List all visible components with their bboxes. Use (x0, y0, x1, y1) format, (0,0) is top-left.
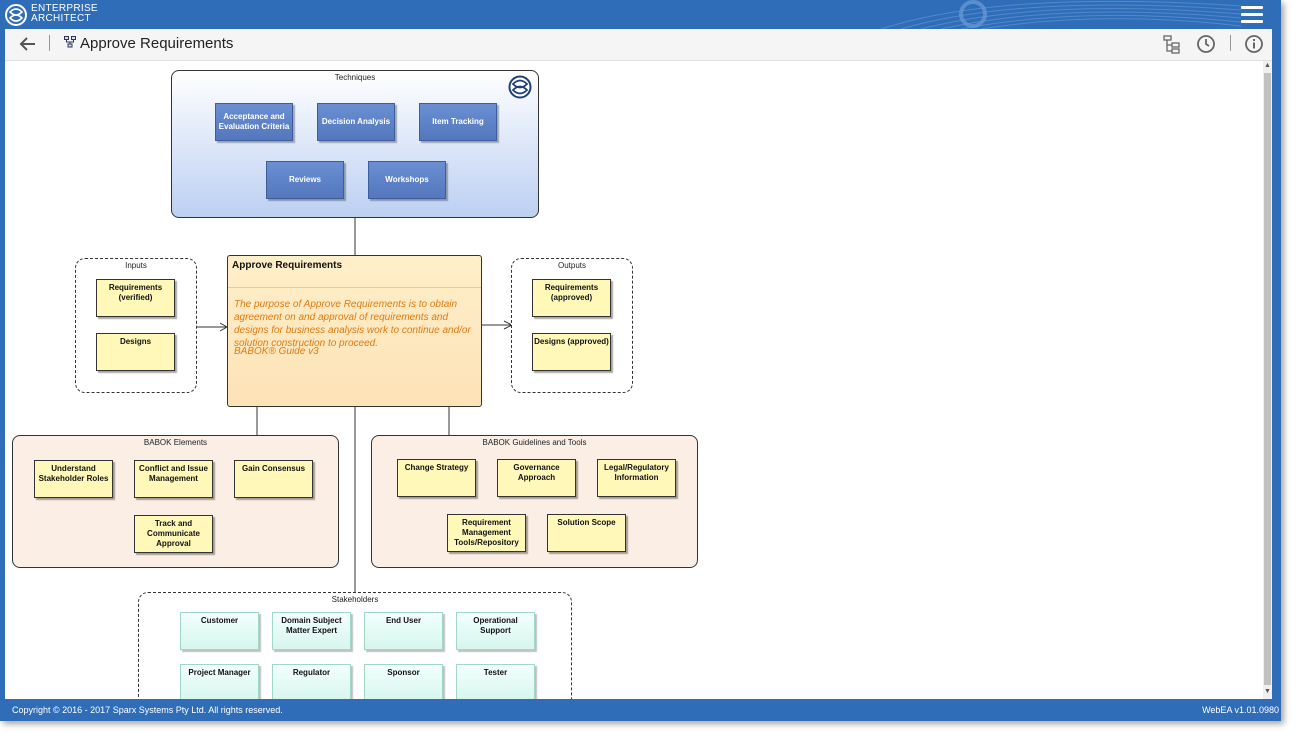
page-title: Approve Requirements (80, 35, 234, 52)
app-header: ENTERPRISE ARCHITECT (0, 0, 1281, 29)
element-conflict-issue-management[interactable]: Conflict and Issue Management (134, 460, 213, 498)
stakeholders-title: Stakeholders (331, 595, 379, 604)
logo-line-1: ENTERPRISE (31, 3, 98, 14)
header-decoration (881, 0, 1241, 29)
vertical-scrollbar[interactable]: ▲ ▼ (1263, 61, 1272, 699)
guideline-change-strategy[interactable]: Change Strategy (397, 459, 476, 497)
activity-reference: BABOK® Guide v3 (234, 346, 319, 357)
guideline-legal-regulatory-information[interactable]: Legal/Regulatory Information (597, 459, 676, 497)
guideline-governance-approach[interactable]: Governance Approach (497, 459, 576, 497)
technique-item-tracking[interactable]: Item Tracking (419, 103, 497, 141)
scroll-down-arrow-icon[interactable]: ▼ (1264, 688, 1271, 695)
diagram-canvas[interactable]: Techniques Acceptance and Evaluation Cri… (5, 61, 1272, 699)
outputs-title: Outputs (557, 261, 586, 270)
technique-workshops[interactable]: Workshops (368, 161, 446, 199)
stakeholder-project-manager[interactable]: Project Manager (180, 664, 259, 699)
input-requirements-verified[interactable]: Requirements (verified) (96, 279, 175, 317)
tree-view-icon[interactable] (1162, 34, 1182, 54)
app-footer: Copyright © 2016 - 2017 Sparx Systems Pt… (0, 700, 1281, 721)
guideline-solution-scope[interactable]: Solution Scope (547, 514, 626, 552)
stakeholder-tester[interactable]: Tester (456, 664, 535, 699)
approve-requirements-activity[interactable]: Approve Requirements The purpose of Appr… (227, 255, 482, 407)
scroll-thumb[interactable] (1264, 73, 1271, 685)
stakeholder-sponsor[interactable]: Sponsor (364, 664, 443, 699)
logo-line-2: ARCHITECT (31, 13, 91, 24)
info-icon[interactable] (1244, 34, 1264, 54)
activity-divider (228, 287, 481, 288)
activity-description: The purpose of Approve Requirements is t… (234, 299, 471, 349)
element-understand-stakeholder-roles[interactable]: Understand Stakeholder Roles (34, 460, 113, 498)
output-requirements-approved[interactable]: Requirements (approved) (532, 279, 611, 317)
technique-acceptance-evaluation-criteria[interactable]: Acceptance and Evaluation Criteria (215, 103, 293, 141)
techniques-group[interactable]: Techniques (171, 70, 539, 218)
input-designs[interactable]: Designs (96, 333, 175, 371)
toolbar-separator (49, 35, 50, 51)
technique-decision-analysis[interactable]: Decision Analysis (317, 103, 395, 141)
techniques-title: Techniques (334, 73, 376, 82)
enterprise-architect-logo-icon (5, 4, 27, 26)
stakeholder-customer[interactable]: Customer (180, 612, 259, 650)
hamburger-menu-icon[interactable] (1241, 6, 1263, 24)
inputs-title: Inputs (125, 261, 147, 270)
technique-reviews[interactable]: Reviews (266, 161, 344, 199)
stakeholder-domain-sme[interactable]: Domain Subject Matter Expert (272, 612, 351, 650)
copyright-text: Copyright © 2016 - 2017 Sparx Systems Pt… (12, 705, 283, 715)
babok-guidelines-title: BABOK Guidelines and Tools (482, 438, 587, 447)
stakeholder-end-user[interactable]: End User (364, 612, 443, 650)
babok-elements-title: BABOK Elements (143, 438, 208, 447)
version-text: WebEA v1.01.0980 (1202, 705, 1279, 715)
guideline-requirement-management-tools[interactable]: Requirement Management Tools/Repository (447, 514, 526, 552)
babok-guidelines-group[interactable]: BABOK Guidelines and Tools (371, 435, 698, 568)
scroll-up-arrow-icon[interactable]: ▲ (1264, 62, 1271, 69)
activity-title: Approve Requirements (232, 260, 343, 271)
element-track-communicate-approval[interactable]: Track and Communicate Approval (134, 515, 213, 553)
clock-icon[interactable] (1196, 34, 1216, 54)
output-designs-approved[interactable]: Designs (approved) (532, 333, 611, 371)
stakeholder-regulator[interactable]: Regulator (272, 664, 351, 699)
stakeholder-operational-support[interactable]: Operational Support (456, 612, 535, 650)
app-logo-text: ENTERPRISE ARCHITECT (31, 4, 98, 24)
webea-window: ENTERPRISE ARCHITECT Approve Requirement… (0, 0, 1281, 721)
element-gain-consensus[interactable]: Gain Consensus (234, 460, 313, 498)
arrow-left-icon[interactable] (18, 34, 38, 54)
toolbar-separator (1230, 35, 1231, 51)
diagram-toolbar: Approve Requirements (5, 29, 1272, 61)
enterprise-architect-badge-icon (508, 75, 532, 99)
diagram-icon (64, 36, 76, 48)
